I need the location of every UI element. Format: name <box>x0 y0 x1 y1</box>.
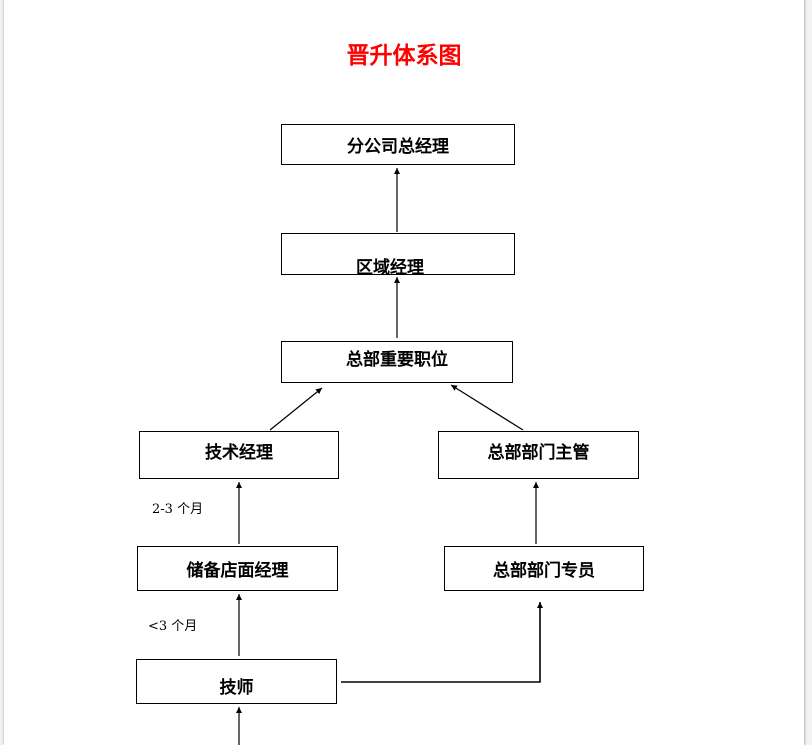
box-label: 技师 <box>219 678 254 698</box>
box-label: 区域经理 <box>356 258 424 278</box>
box-reserve-store-manager: 储备店面经理 <box>137 546 338 591</box>
box-hq-dept-supervisor: 总部部门主管 <box>438 431 639 479</box>
box-hq-key-position: 总部重要职位 <box>281 341 513 383</box>
box-label: 技术经理 <box>205 443 273 463</box>
arrow-techmgr-to-key <box>269 387 323 431</box>
box-hq-dept-specialist: 总部部门专员 <box>444 546 644 591</box>
box-label: 总部重要职位 <box>346 350 448 370</box>
box-technical-manager: 技术经理 <box>139 431 339 479</box>
arrow-technician-to-specialist <box>341 602 543 683</box>
box-technician: 技师 <box>136 659 337 704</box>
box-label: 分公司总经理 <box>347 137 449 157</box>
document-page: 晋升体系图 分公司总经理 区域经理 总部重要职位 技术经理 <box>4 0 804 745</box>
diagram-title: 晋升体系图 <box>346 42 462 69</box>
box-label: 储备店面经理 <box>186 561 289 581</box>
arrow-supervisor-to-key <box>450 384 524 431</box>
box-label: 总部部门专员 <box>493 561 595 581</box>
note-tech-manager-period: 2-3 个月 <box>152 502 204 517</box>
box-branch-general-manager: 分公司总经理 <box>281 124 515 165</box>
box-regional-manager: 区域经理 <box>281 233 515 278</box>
connector-lines <box>236 168 543 745</box>
box-label: 总部部门主管 <box>487 443 590 463</box>
note-reserve-manager-period: <3 个月 <box>148 619 198 634</box>
